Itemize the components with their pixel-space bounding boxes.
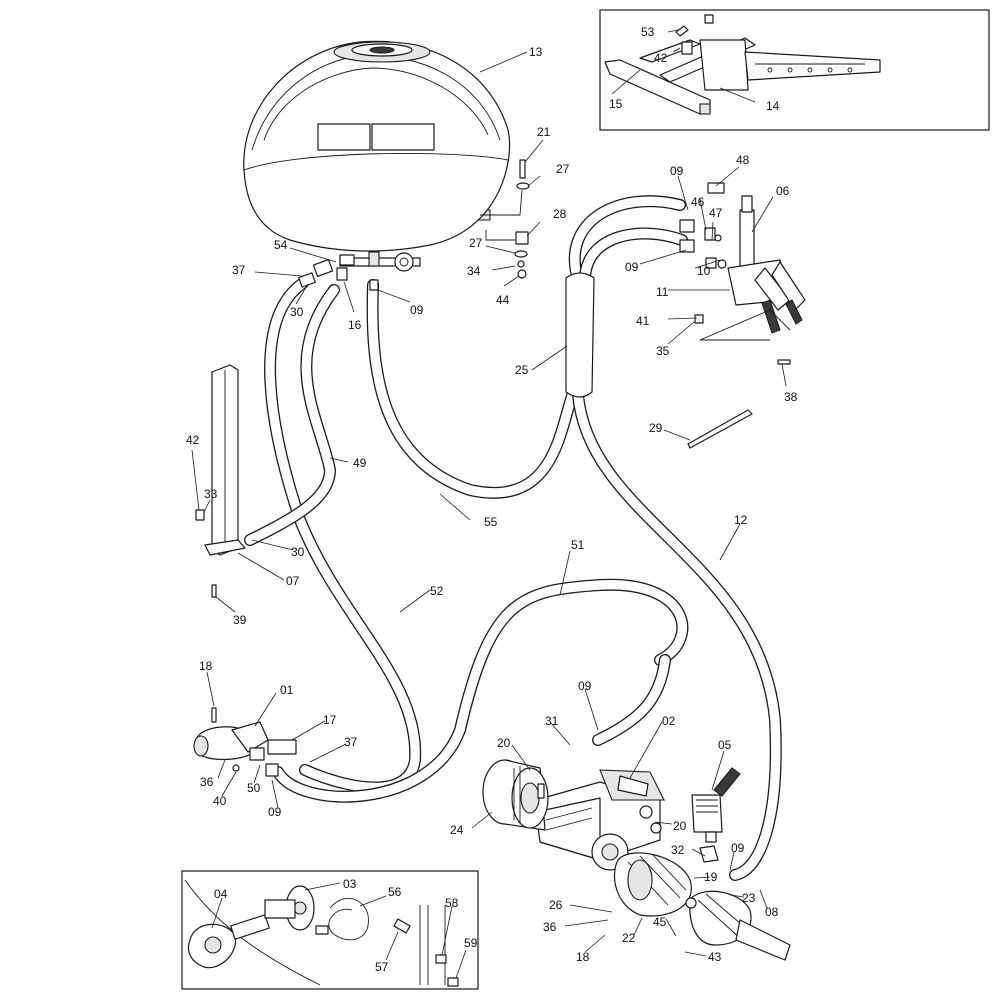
callout-23: 23 [742, 891, 756, 905]
callout-22: 22 [622, 931, 636, 945]
callout-09-pto: 09 [731, 841, 745, 855]
callout-42-bracket: 42 [186, 433, 200, 447]
callout-51: 51 [571, 538, 585, 552]
tank [243, 40, 511, 267]
callout-24: 24 [450, 823, 464, 837]
callout-50: 50 [247, 781, 261, 795]
callout-55: 55 [484, 515, 498, 529]
callout-42: 42 [654, 51, 668, 65]
callout-36: 36 [200, 775, 214, 789]
callout-57: 57 [375, 960, 389, 974]
callout-45: 45 [653, 915, 667, 929]
callout-30: 30 [290, 305, 304, 319]
callout-27: 27 [556, 162, 570, 176]
frame-inset [599, 9, 990, 131]
callout-53: 53 [641, 25, 655, 39]
callout-33: 33 [204, 487, 218, 501]
callout-08: 08 [765, 905, 779, 919]
suction-filter [193, 707, 297, 777]
callout-16: 16 [348, 318, 362, 332]
callout-19: 19 [704, 870, 718, 884]
callout-06: 06 [776, 184, 790, 198]
callout-56: 56 [388, 885, 402, 899]
callout-labels: 13 53 42 15 14 21 27 28 27 34 44 54 37 3… [186, 25, 798, 974]
mounting-hardware [480, 159, 530, 279]
callout-04: 04 [214, 887, 228, 901]
callout-47: 47 [709, 206, 723, 220]
callout-07: 07 [286, 574, 300, 588]
callout-37-filter: 37 [344, 735, 358, 749]
callout-25: 25 [515, 363, 529, 377]
callout-52: 52 [430, 584, 444, 598]
callout-38: 38 [784, 390, 798, 404]
callout-20-pump: 20 [673, 819, 687, 833]
callout-12: 12 [734, 513, 748, 527]
callout-46: 46 [691, 195, 705, 209]
callout-27-lower: 27 [469, 236, 483, 250]
frame-assembly [604, 14, 881, 115]
callout-14: 14 [766, 99, 780, 113]
leader-lines [191, 29, 787, 979]
callout-41: 41 [636, 314, 650, 328]
callout-37: 37 [232, 263, 246, 277]
callout-09-valve-mid: 09 [625, 260, 639, 274]
callout-49: 49 [353, 456, 367, 470]
callout-09-valve-top: 09 [670, 164, 684, 178]
callout-35: 35 [656, 344, 670, 358]
shaft-guard [613, 852, 692, 917]
callout-20: 20 [497, 736, 511, 750]
callout-26: 26 [549, 898, 563, 912]
callout-59: 59 [464, 936, 478, 950]
callout-05: 05 [718, 738, 732, 752]
callout-15: 15 [609, 97, 623, 111]
callout-43: 43 [708, 950, 722, 964]
hoses [244, 195, 782, 881]
callout-48: 48 [736, 153, 750, 167]
pto-shaft [685, 890, 791, 961]
hose-bracket [195, 364, 246, 598]
callout-21: 21 [537, 125, 551, 139]
callout-09-pump-hose: 09 [578, 679, 592, 693]
callout-11: 11 [656, 285, 669, 299]
callout-40: 40 [213, 794, 227, 808]
hose-sleeve [565, 272, 595, 398]
callout-34: 34 [467, 264, 481, 278]
pressure-regulator [691, 767, 741, 863]
callout-32: 32 [671, 843, 685, 857]
drain-inset [181, 870, 479, 990]
callout-02: 02 [662, 714, 676, 728]
callout-03: 03 [343, 877, 357, 891]
callout-17: 17 [323, 713, 337, 727]
callout-09: 09 [410, 303, 424, 317]
tank-fittings [298, 251, 414, 291]
callout-18: 18 [199, 659, 213, 673]
callout-54: 54 [274, 238, 288, 252]
callout-29: 29 [649, 421, 663, 435]
callout-58: 58 [445, 896, 459, 910]
callout-13: 13 [529, 45, 543, 59]
callout-44: 44 [496, 293, 510, 307]
callout-31: 31 [545, 714, 559, 728]
drain-assembly [184, 879, 459, 987]
pulley [482, 759, 549, 831]
callout-09-filter: 09 [268, 805, 282, 819]
callout-36-pump: 36 [543, 920, 557, 934]
callout-30-bracket: 30 [291, 545, 305, 559]
callout-01: 01 [280, 683, 294, 697]
callout-18-pump: 18 [576, 950, 590, 964]
callout-10: 10 [697, 264, 711, 278]
cable-tie [687, 409, 753, 449]
callout-39: 39 [233, 613, 247, 627]
callout-28: 28 [553, 207, 567, 221]
